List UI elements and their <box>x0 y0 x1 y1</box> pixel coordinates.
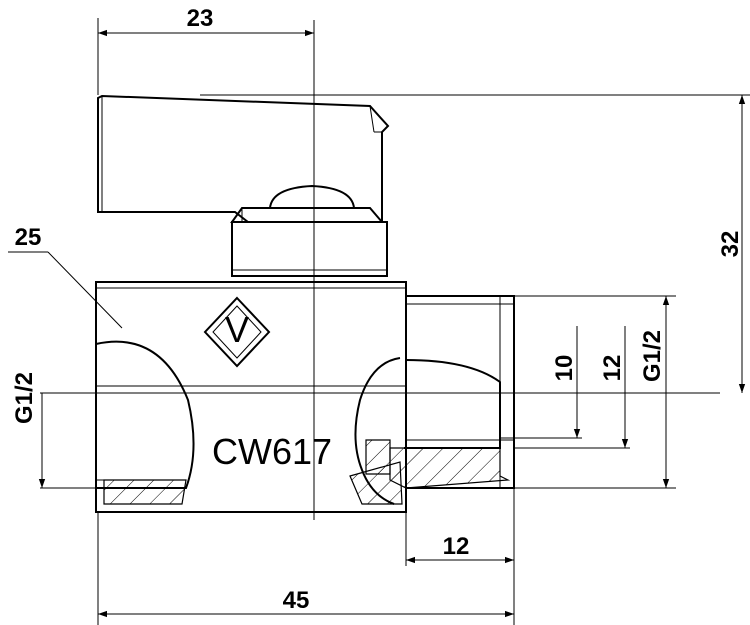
body-marking: CW617 <box>212 431 332 472</box>
brand-logo: V <box>203 296 271 368</box>
dim-right-thread-label: G1/2 <box>639 330 666 382</box>
dim-handle-width-label: 23 <box>187 5 214 32</box>
center-lines <box>40 20 720 520</box>
dim-left-thread-label: G1/2 <box>11 372 38 424</box>
dim-total-length: 45 <box>97 512 514 625</box>
dim-outer-bore: 12 <box>514 326 630 449</box>
dim-handle-width: 23 <box>97 5 314 95</box>
dim-outer-bore-label: 12 <box>599 355 626 382</box>
dim-inner-bore-label: 10 <box>551 355 578 382</box>
dim-left-thread: G1/2 <box>11 372 104 489</box>
dim-total-height: 32 <box>200 94 750 393</box>
dim-wrench-size-label: 25 <box>15 224 42 251</box>
right-nipple <box>389 295 515 489</box>
left-port-section <box>95 340 195 505</box>
right-port-section <box>349 357 403 505</box>
dim-thread-length-label: 12 <box>443 533 470 560</box>
dim-wrench-size: 25 <box>8 224 123 329</box>
dim-total-height-label: 32 <box>717 231 744 258</box>
stem-nut <box>230 184 388 277</box>
logo-letter: V <box>225 309 249 350</box>
dim-inner-bore: 10 <box>500 326 582 439</box>
valve-handle <box>97 94 390 223</box>
dim-right-thread: G1/2 <box>514 295 676 489</box>
dim-total-length-label: 45 <box>283 587 310 614</box>
dim-thread-length: 12 <box>405 488 515 625</box>
